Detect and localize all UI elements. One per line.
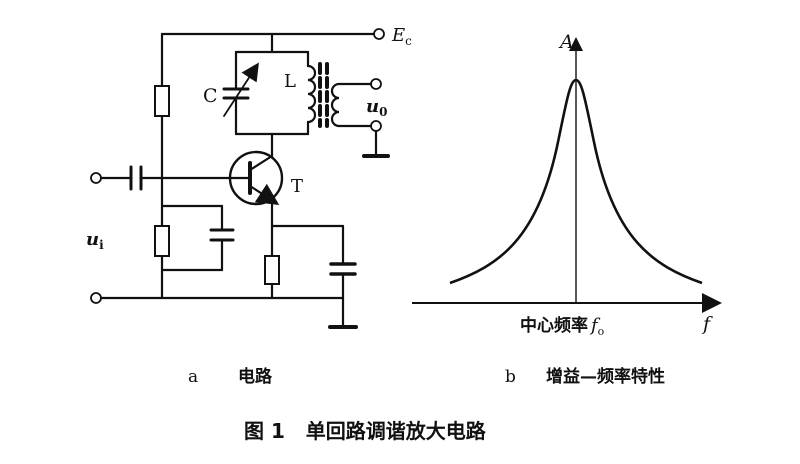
y-axis-label: A [558, 31, 574, 53]
panel-b-letter: b [505, 367, 516, 387]
input-terminal-bottom [90, 292, 102, 304]
transistor-label: T [291, 176, 303, 197]
primary-coil [306, 64, 317, 124]
input-voltage-label: ui [86, 229, 104, 252]
panel-a-letter: a [188, 367, 198, 387]
input-terminal-top [90, 172, 102, 184]
output-terminal-bottom [370, 120, 382, 132]
response-graph [412, 37, 722, 313]
resonance-curve [449, 78, 703, 285]
output-voltage-label: u0 [366, 96, 387, 119]
bias-resistor-upper [154, 85, 170, 117]
transistor-emitter [248, 183, 280, 205]
figure-caption: 图 1 单回路调谐放大电路 [244, 419, 487, 443]
inductor-label: L [284, 71, 296, 92]
supply-label: Ec [391, 25, 412, 48]
supply-terminal [373, 28, 385, 40]
emitter-resistor [264, 255, 280, 285]
output-terminal-top [370, 78, 382, 90]
transistor-collector [248, 154, 274, 172]
panel-b-title: 增益—频率特性 [546, 366, 665, 387]
capacitor-label: C [203, 85, 218, 107]
secondary-coil [330, 82, 341, 128]
variable-capacitor-arrow [223, 62, 259, 117]
x-axis-label: f [701, 313, 713, 335]
circuit-diagram [90, 28, 390, 329]
bias-resistor-lower [154, 225, 170, 257]
panel-a-title: 电路 [238, 366, 273, 387]
